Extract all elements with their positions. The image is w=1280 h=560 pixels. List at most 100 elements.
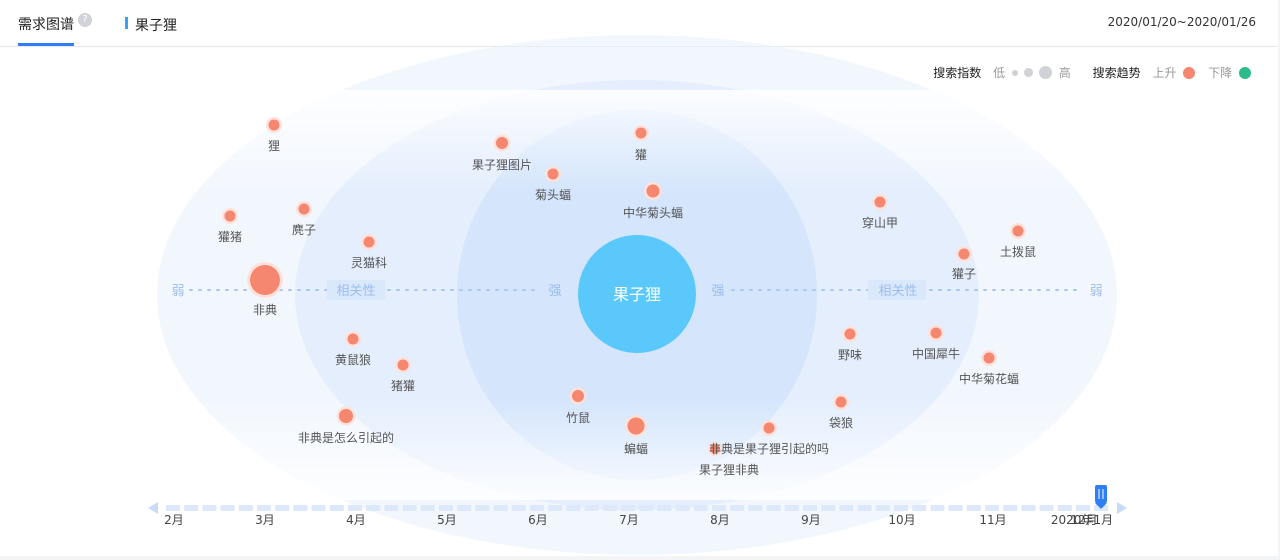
timeline-segment[interactable]	[530, 505, 544, 511]
node-label: 土拨鼠	[1000, 245, 1036, 259]
related-node[interactable]: 灵猫科	[351, 234, 387, 270]
related-node[interactable]: 竹鼠	[566, 387, 590, 426]
timeline-segment[interactable]	[439, 505, 453, 511]
timeline-segment[interactable]	[639, 505, 654, 511]
timeline-segment[interactable]	[821, 505, 836, 511]
timeline-segment[interactable]	[839, 505, 854, 511]
center-keyword-node[interactable]	[578, 235, 696, 353]
legend-low: 低	[993, 66, 1006, 80]
timeline-segment[interactable]	[766, 505, 781, 511]
timeline-segment[interactable]	[548, 505, 563, 511]
tab-demand-graph[interactable]: 需求图谱	[18, 17, 74, 33]
timeline-segment[interactable]	[712, 505, 726, 511]
related-node[interactable]: 非典	[247, 262, 283, 317]
timeline-segment[interactable]	[912, 505, 927, 511]
timeline-segment[interactable]	[202, 505, 217, 511]
timeline-segment[interactable]	[1039, 505, 1054, 511]
timeline-segment[interactable]	[1003, 505, 1018, 511]
timeline-segment[interactable]	[402, 505, 417, 511]
related-node[interactable]: 非典是怎么引起的	[298, 406, 394, 446]
timeline-month-label[interactable]: 10月	[888, 513, 915, 527]
timeline-segment[interactable]	[475, 505, 490, 511]
timeline-segment[interactable]	[384, 505, 399, 511]
timeline-month-label[interactable]: 3月	[255, 513, 275, 527]
related-node[interactable]: 穿山甲	[862, 194, 898, 230]
timeline-handle[interactable]	[1095, 485, 1107, 509]
related-node[interactable]: 土拨鼠	[1000, 223, 1036, 259]
timeline-month-label[interactable]: 8月	[710, 513, 730, 527]
timeline-segment[interactable]	[329, 505, 344, 511]
timeline-segment[interactable]	[566, 505, 581, 511]
related-node[interactable]: 獾子	[952, 246, 976, 281]
timeline-month-label[interactable]: 2月	[164, 513, 184, 527]
timeline-month-label[interactable]: 6月	[528, 513, 548, 527]
timeline-segment[interactable]	[366, 505, 381, 511]
timeline-segment[interactable]	[511, 505, 526, 511]
timeline-month-label[interactable]: 4月	[346, 513, 366, 527]
node-label: 麂子	[292, 222, 316, 237]
timeline-segment[interactable]	[675, 505, 690, 511]
related-node[interactable]: 果子狸非典	[699, 442, 759, 477]
timeline-segment[interactable]	[621, 505, 635, 511]
related-node[interactable]: 中华菊头蝠	[623, 182, 683, 220]
timeline-segment[interactable]	[238, 505, 253, 511]
timeline-segment[interactable]	[457, 505, 472, 511]
related-node[interactable]: 獾猪	[218, 208, 242, 244]
related-node[interactable]: 非典是果子狸引起的吗	[709, 420, 829, 456]
timeline-segment[interactable]	[348, 505, 362, 511]
timeline-month-label[interactable]: 7月	[619, 513, 639, 527]
timeline-segment[interactable]	[493, 505, 508, 511]
timeline-segment[interactable]	[584, 505, 599, 511]
timeline-segment[interactable]	[1076, 505, 1090, 511]
timeline-segment[interactable]	[275, 505, 290, 511]
node-label: 袋狼	[829, 415, 853, 430]
timeline-segment[interactable]	[803, 505, 817, 511]
question-mark-icon[interactable]: ?	[78, 13, 92, 27]
related-node[interactable]: 黄鼠狼	[335, 331, 371, 367]
timeline-segment[interactable]	[875, 505, 890, 511]
related-node[interactable]: 麂子	[292, 201, 316, 237]
related-node[interactable]: 袋狼	[829, 394, 853, 430]
timeline-month-label[interactable]: 2020年1月	[1051, 513, 1113, 527]
timeline-month-label[interactable]: 9月	[801, 513, 821, 527]
timeline-segment[interactable]	[311, 505, 326, 511]
timeline-segment[interactable]	[1057, 505, 1072, 511]
timeline-segment[interactable]	[657, 505, 672, 511]
timeline-next-arrow[interactable]	[1117, 502, 1127, 514]
timeline-month-label[interactable]: 11月	[979, 513, 1006, 527]
timeline-segment[interactable]	[985, 505, 999, 511]
node-label: 中华菊花蝠	[959, 371, 1019, 386]
related-node[interactable]: 猪獾	[391, 357, 415, 393]
timeline-segment[interactable]	[166, 505, 180, 511]
related-node[interactable]: 蝙蝠	[624, 415, 648, 456]
timeline-segment[interactable]	[730, 505, 745, 511]
related-node[interactable]: 菊头蝠	[535, 166, 571, 202]
timeline-segment[interactable]	[966, 505, 981, 511]
timeline-segment[interactable]	[857, 505, 872, 511]
related-node[interactable]: 野味	[838, 326, 862, 362]
related-node[interactable]: 狸	[266, 117, 282, 153]
related-node[interactable]: 獾	[633, 125, 649, 162]
related-node[interactable]: 果子狸图片	[472, 134, 532, 173]
timeline-prev-arrow[interactable]	[148, 502, 158, 514]
timeline-segment[interactable]	[748, 505, 763, 511]
timeline-month-label[interactable]: 12月	[1070, 513, 1097, 527]
legend-size-large-dot	[1038, 66, 1052, 79]
timeline-segment[interactable]	[420, 505, 435, 511]
timeline-segment[interactable]	[930, 505, 945, 511]
timeline-segment[interactable]	[784, 505, 799, 511]
related-node[interactable]: 中华菊花蝠	[959, 350, 1019, 386]
timeline-segment[interactable]	[220, 505, 235, 511]
timeline-segment[interactable]	[693, 505, 708, 511]
node-label: 灵猫科	[351, 256, 387, 270]
timeline-segment[interactable]	[894, 505, 908, 511]
timeline-segment[interactable]	[257, 505, 271, 511]
related-node[interactable]: 中国犀牛	[912, 325, 960, 361]
timeline-segment[interactable]	[184, 505, 199, 511]
timeline-month-label[interactable]: 5月	[437, 513, 457, 527]
timeline-segment[interactable]	[948, 505, 963, 511]
timeline-segment[interactable]	[602, 505, 617, 511]
timeline-segment[interactable]	[1021, 505, 1036, 511]
timeline-segment[interactable]	[293, 505, 308, 511]
